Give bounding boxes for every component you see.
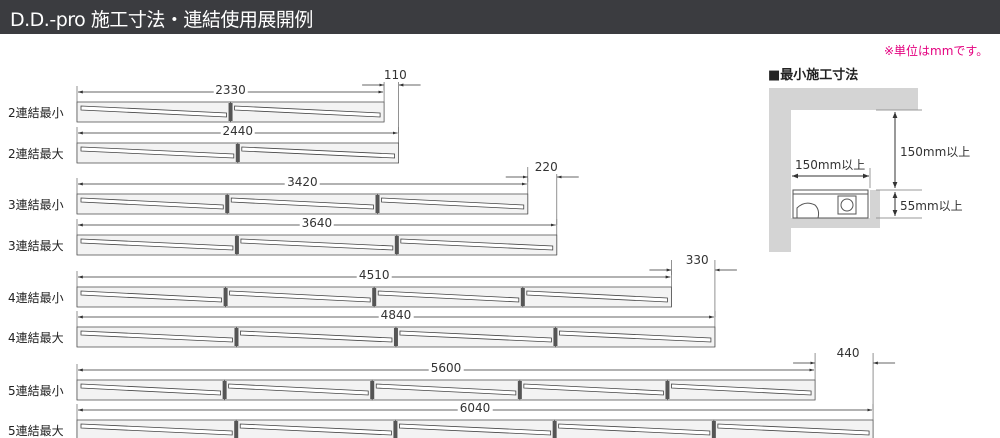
drain-channel	[375, 383, 517, 396]
drain-channel	[80, 423, 233, 436]
drain-channel	[399, 423, 552, 436]
drain-channel	[80, 238, 234, 251]
drain-channel	[377, 290, 520, 303]
top-clearance-label: 150mm以上	[900, 145, 971, 159]
row-label: 4連結最大	[8, 331, 64, 345]
wall	[769, 88, 918, 252]
drain-channel	[228, 383, 369, 396]
joint	[234, 236, 239, 254]
drain-channel	[230, 197, 374, 210]
extension-dimension-label: 330	[683, 253, 711, 267]
width-label: 150mm以上	[795, 158, 866, 172]
row-label: 5連結最小	[8, 384, 64, 398]
joint	[517, 381, 522, 399]
drain-channel	[559, 330, 712, 343]
drain-channel	[80, 383, 222, 396]
dimension-label: 6040	[457, 401, 493, 415]
drain-channel	[229, 290, 371, 303]
header-bar: D.D.-pro 施工寸法・連結使用展開例	[0, 0, 1000, 34]
drain-channel	[80, 146, 235, 159]
min-install-title: ■最小施工寸法	[768, 68, 859, 83]
bottom-clearance-label: 55mm以上	[900, 199, 963, 213]
drain-channel	[717, 423, 870, 436]
dimension-label: 3640	[299, 216, 335, 230]
joint	[394, 236, 399, 254]
joint	[375, 195, 380, 213]
dimension-label: 4510	[356, 268, 392, 282]
drain-channel	[80, 290, 223, 303]
drain-channel	[399, 330, 552, 343]
joint	[520, 288, 525, 306]
drain-channel	[80, 105, 227, 118]
row-label: 5連結最大	[8, 424, 64, 438]
joint	[223, 288, 228, 306]
drain-channel	[234, 105, 381, 118]
dimension-label: 2440	[220, 124, 256, 138]
row-label: 2連結最小	[8, 106, 64, 120]
drain-channel	[80, 197, 224, 210]
row-label: 3連結最小	[8, 198, 64, 212]
joint	[372, 288, 377, 306]
joint	[552, 421, 557, 438]
row-label: 2連結最大	[8, 147, 64, 161]
dimension-label: 4840	[378, 308, 414, 322]
joint	[225, 195, 230, 213]
joint	[222, 381, 227, 399]
joint	[665, 381, 670, 399]
drain-channel	[80, 330, 233, 343]
dimension-label: 2330	[213, 83, 248, 97]
drain-channel	[523, 383, 664, 396]
joint	[711, 421, 716, 438]
row-label: 3連結最大	[8, 239, 64, 253]
dimension-label: 5600	[428, 361, 464, 375]
unit-note: ※単位はmmです。	[884, 44, 989, 58]
extension-dimension-label: 220	[532, 160, 560, 174]
extension-dimension-label: 110	[381, 68, 409, 82]
drain-channel	[241, 146, 395, 159]
joint	[234, 328, 239, 346]
drain-channel	[526, 290, 668, 303]
row-label: 4連結最小	[8, 291, 64, 305]
drain-channel	[381, 197, 525, 210]
joint	[553, 328, 558, 346]
extension-dimension-label: 440	[834, 346, 862, 360]
joint	[370, 381, 375, 399]
dimension-label: 3420	[285, 175, 320, 189]
drain-box-section	[792, 189, 869, 219]
page-title: D.D.-pro 施工寸法・連結使用展開例	[10, 9, 313, 31]
joint	[393, 421, 398, 438]
drain-channel	[400, 238, 554, 251]
drain-channel	[240, 238, 394, 251]
drain-channel	[239, 423, 392, 436]
joint	[228, 103, 233, 121]
joint	[234, 421, 239, 438]
drain-channel	[240, 330, 393, 343]
drain-channel	[558, 423, 711, 436]
drain-channel	[671, 383, 812, 396]
joint	[393, 328, 398, 346]
joint	[235, 144, 240, 162]
